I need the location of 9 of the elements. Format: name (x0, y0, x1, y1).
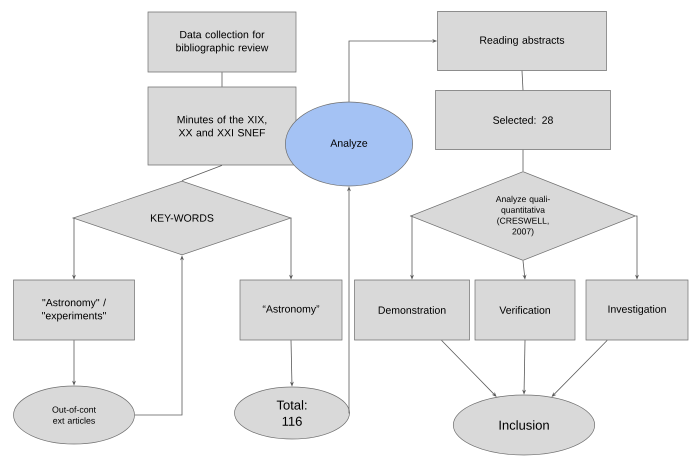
process-box: Demonstration (354, 280, 470, 340)
process-box: "Astronomy" / "experiments" (13, 280, 135, 340)
process-box: “Astronomy” (240, 280, 342, 340)
process-box: Reading abstracts (437, 11, 607, 71)
process-box: Selected: 28 (435, 90, 611, 150)
process-box: Investigation (586, 280, 688, 340)
process-box: Verification (474, 280, 576, 340)
process-box: Minutes of the XIX, XX and XXI SNEF (148, 86, 296, 166)
process-box: Data collection for bibliographic review (148, 12, 296, 72)
